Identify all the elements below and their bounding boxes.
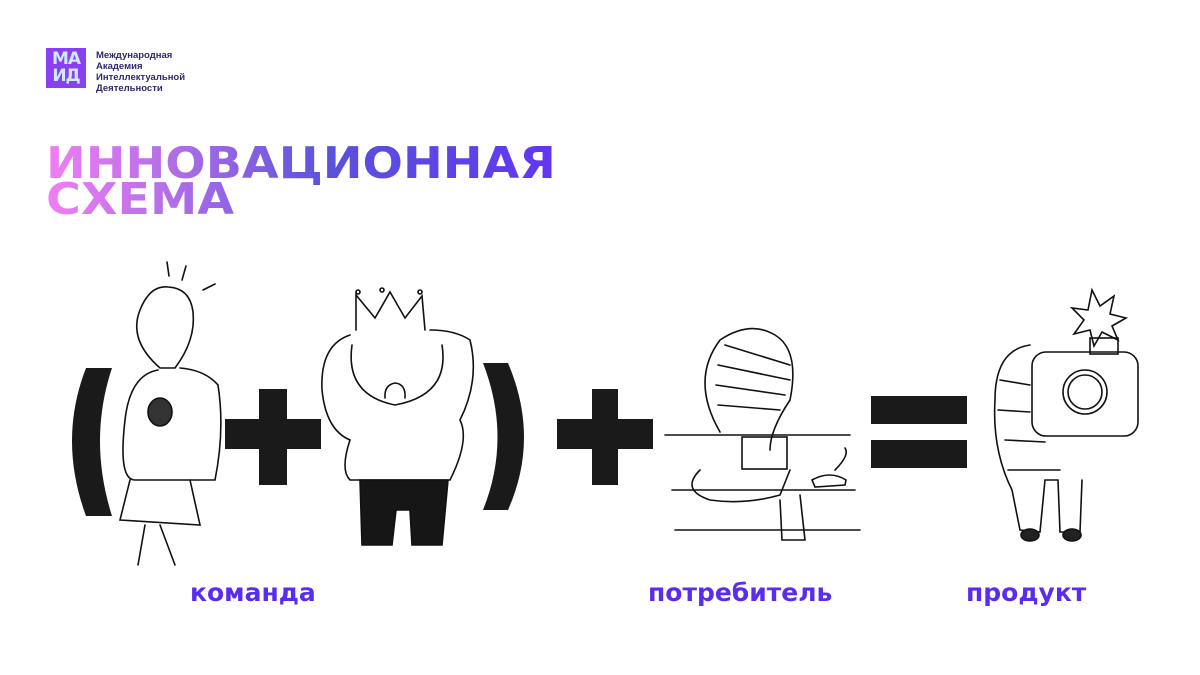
logo-text: Международная Академия Интеллектуальной … — [96, 50, 185, 94]
plus-icon — [225, 389, 321, 485]
logo-text-line: Академия — [96, 61, 143, 72]
logo-text-line: Международная — [96, 50, 173, 61]
logo-text-line: Интеллектуальной — [96, 72, 186, 83]
logo-mark-top: МА — [51, 49, 81, 69]
caption-consumer: потребитель — [648, 578, 833, 607]
caption-team: команда — [190, 578, 316, 607]
logo-text-line: Деятельности — [96, 83, 163, 94]
open-paren-icon — [72, 368, 112, 516]
plus-icon — [557, 389, 653, 485]
consumer-sofa-illustration — [664, 327, 861, 541]
logo-mark-bottom: ИД — [52, 66, 80, 86]
man-crown-illustration — [321, 287, 475, 546]
woman-lightbulb-illustration — [118, 261, 222, 566]
caption-product: продукт — [966, 578, 1087, 607]
maid-logo-mark: МА ИД — [46, 48, 86, 88]
close-paren-icon — [483, 363, 524, 510]
product-camera-illustration — [993, 287, 1139, 542]
equals-icon — [871, 396, 967, 468]
